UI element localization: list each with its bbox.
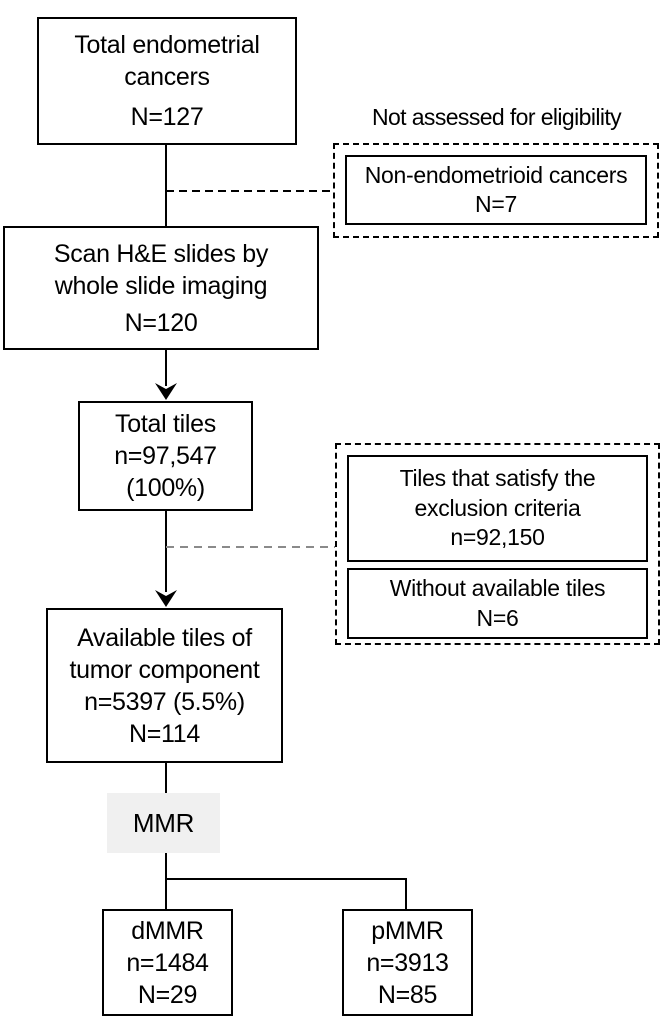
flow-node-scan: Scan H&E slides by whole slide imaging N… — [3, 226, 319, 350]
node-count: n=1484 — [126, 948, 209, 977]
node-title: Total endometrial cancers — [74, 31, 260, 91]
flow-node-pmmr: pMMR n=3913 N=85 — [342, 909, 473, 1016]
connector-total-to-scan — [165, 145, 167, 226]
connector-mmr-branch — [165, 878, 407, 880]
node-count: N=127 — [130, 103, 204, 131]
node-cases: N=85 — [377, 980, 438, 1009]
node-count: n=3913 — [366, 948, 449, 977]
node-count: N=6 — [476, 604, 519, 631]
node-title: Non-endometrioid cancers — [364, 161, 628, 188]
node-title: Available tiles of tumor component — [69, 623, 260, 684]
arrow-down-icon — [155, 590, 177, 607]
node-cases: N=29 — [137, 980, 198, 1009]
node-title: Tiles that satisfy the exclusion criteri… — [399, 465, 596, 521]
connector-tiles-to-available — [165, 511, 167, 592]
node-title: Scan H&E slides by whole slide imaging — [53, 239, 269, 300]
flow-node-dmmr: dMMR n=1484 N=29 — [102, 909, 233, 1016]
connector-dashed-to-exclusions — [166, 546, 335, 548]
exclusion-section-label: Not assessed for eligibility — [371, 104, 622, 130]
node-title: pMMR — [371, 916, 444, 945]
flow-node-non-endometrioid: Non-endometrioid cancers N=7 — [345, 155, 647, 225]
flow-node-total-tiles: Total tiles n=97,547 (100%) — [78, 401, 253, 511]
node-count: n=92,150 — [450, 524, 545, 551]
flow-node-mmr: MMR — [107, 793, 220, 853]
node-title: Without available tiles — [389, 575, 606, 602]
flow-node-no-tiles: Without available tiles N=6 — [347, 568, 648, 639]
flow-node-available-tiles: Available tiles of tumor component n=539… — [46, 608, 283, 763]
arrow-down-icon — [155, 383, 177, 400]
flow-node-total-cancers: Total endometrial cancers N=127 — [37, 17, 297, 145]
connector-scan-to-tiles — [165, 350, 167, 386]
exclusion-group-eligibility: Non-endometrioid cancers N=7 — [333, 143, 659, 238]
connector-dashed-to-non-endometrioid — [166, 190, 333, 192]
node-count: n=97,547 — [114, 442, 217, 470]
connector-branch-to-pmmr — [405, 878, 407, 909]
node-title: Total tiles — [115, 410, 216, 438]
exclusion-group-tiles: Tiles that satisfy the exclusion criteri… — [335, 443, 660, 645]
node-count: n=5397 (5.5%) — [84, 687, 245, 716]
node-label: MMR — [132, 807, 195, 838]
flow-node-excluded-tiles: Tiles that satisfy the exclusion criteri… — [347, 455, 648, 562]
node-count: N=120 — [124, 308, 198, 337]
node-percent: (100%) — [126, 474, 205, 502]
node-count: N=7 — [475, 191, 517, 217]
node-cases: N=114 — [128, 719, 200, 748]
node-title: dMMR — [131, 916, 204, 945]
